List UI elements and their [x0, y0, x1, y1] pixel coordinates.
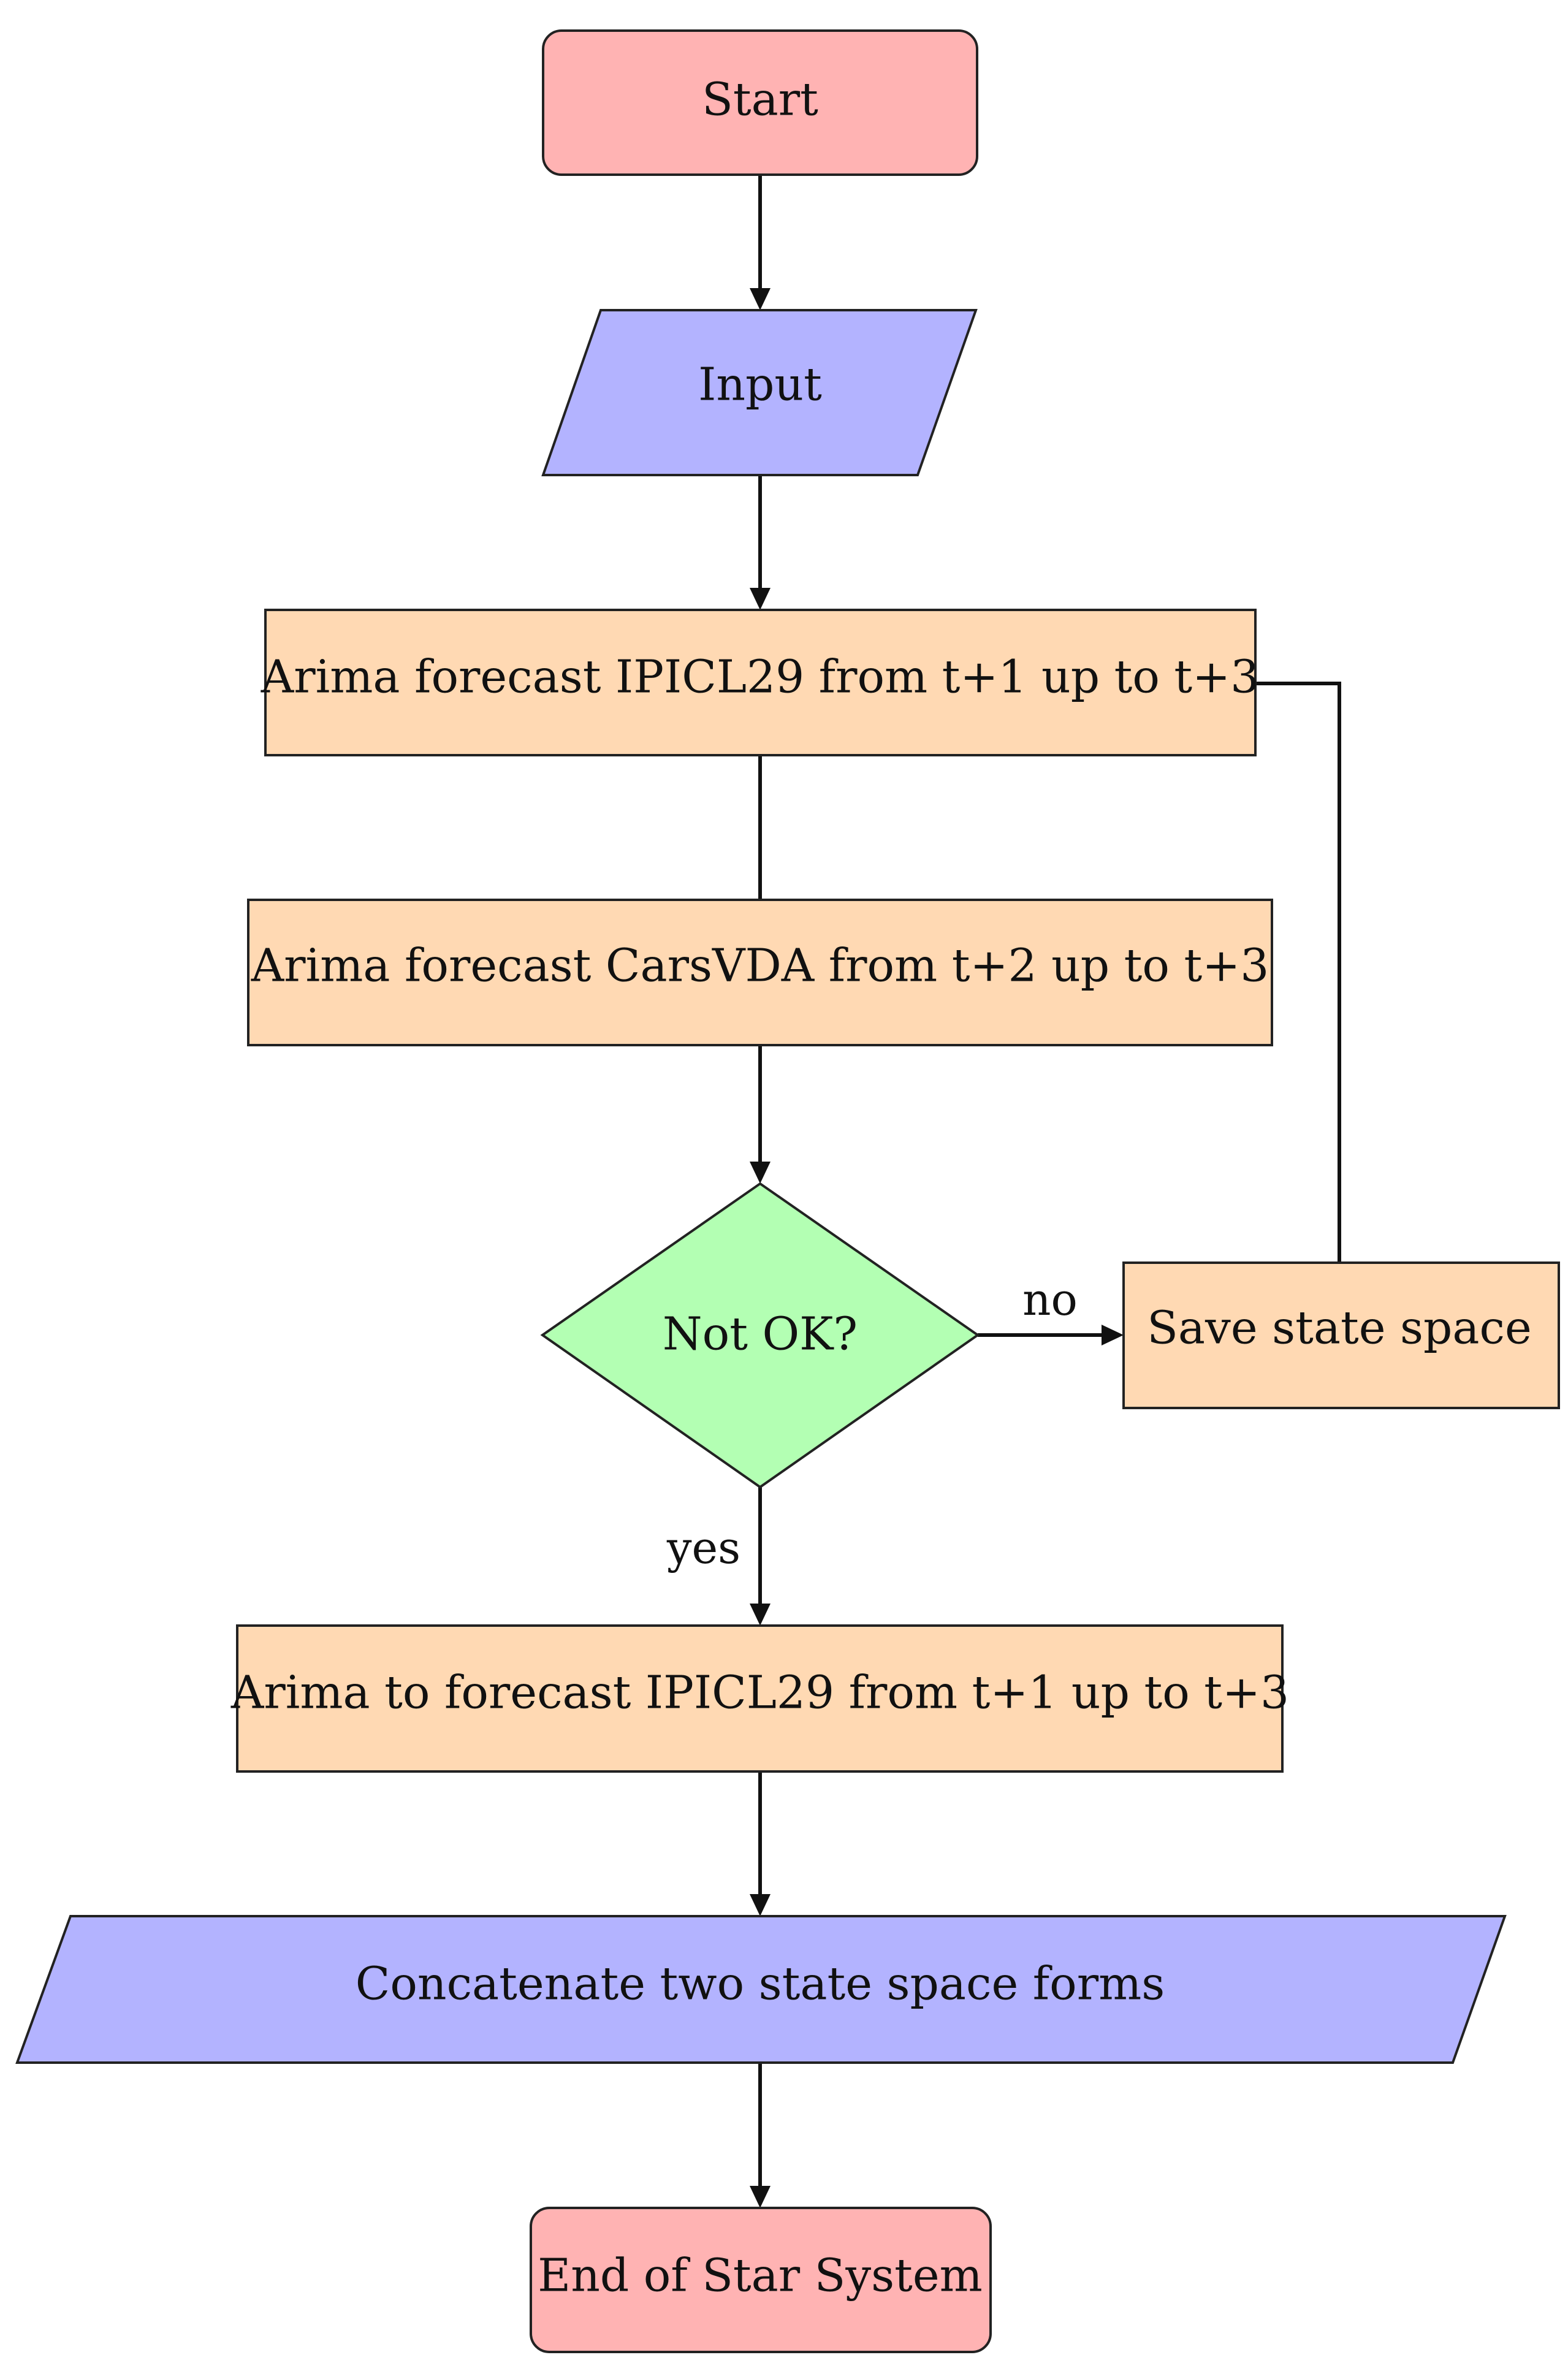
- arrowhead-arima-to: [750, 1604, 771, 1626]
- arima-carsvda-label: Arima forecast CarsVDA from t+2 up to t+…: [251, 939, 1269, 992]
- arima-ipicl29-node: Arima forecast IPICL29 from t+1 up to t+…: [261, 609, 1259, 756]
- arima-to-ipicl29-label: Arima to forecast IPICL29 from t+1 up to…: [230, 1666, 1289, 1719]
- input-shape: [541, 309, 978, 476]
- arrowhead-end: [750, 2186, 771, 2208]
- arima-ipicl29-shape: [264, 609, 1257, 756]
- edge-label-yes: yes: [666, 1522, 740, 1573]
- input-label: Input: [698, 358, 822, 411]
- save-state-node: Save state space: [1122, 1261, 1560, 1409]
- arima-carsvda-node: Arima forecast CarsVDA from t+2 up to t+…: [247, 899, 1273, 1046]
- arima-carsvda-shape: [247, 899, 1273, 1046]
- nodes: Start Input Arima forecast IPICL29 from …: [15, 29, 1560, 2353]
- save-state-label: Save state space: [1147, 1301, 1532, 1354]
- end-node: End of Star System: [530, 2207, 992, 2353]
- concatenate-shape: [15, 1915, 1507, 2064]
- save-state-shape: [1122, 1261, 1560, 1409]
- arima-to-ipicl29-node: Arima to forecast IPICL29 from t+1 up to…: [230, 1624, 1289, 1773]
- arrowhead-concatenate: [750, 1894, 771, 1916]
- arrowhead-decision: [750, 1162, 771, 1184]
- input-node: Input: [541, 309, 978, 476]
- arrowhead-save: [1102, 1325, 1124, 1345]
- arima-to-ipicl29-shape: [236, 1624, 1284, 1773]
- start-label: Start: [702, 73, 818, 126]
- arrowhead-arima-ipicl29: [750, 588, 771, 610]
- edges: no yes: [666, 175, 1341, 2208]
- concatenate-label: Concatenate two state space forms: [356, 1957, 1165, 2010]
- decision-label: Not OK?: [663, 1307, 858, 1360]
- edge-save-loopback: [1255, 682, 1341, 1263]
- edge-label-no: no: [1022, 1274, 1078, 1325]
- start-node: Start: [542, 29, 978, 176]
- end-shape: [530, 2207, 992, 2353]
- decision-shape: [540, 1182, 980, 1489]
- arrowhead-input: [750, 288, 771, 310]
- decision-node: Not OK?: [540, 1182, 980, 1489]
- start-shape: [542, 29, 978, 176]
- end-label: End of Star System: [538, 2249, 983, 2302]
- arima-ipicl29-label: Arima forecast IPICL29 from t+1 up to t+…: [261, 650, 1259, 703]
- concatenate-node: Concatenate two state space forms: [15, 1915, 1507, 2064]
